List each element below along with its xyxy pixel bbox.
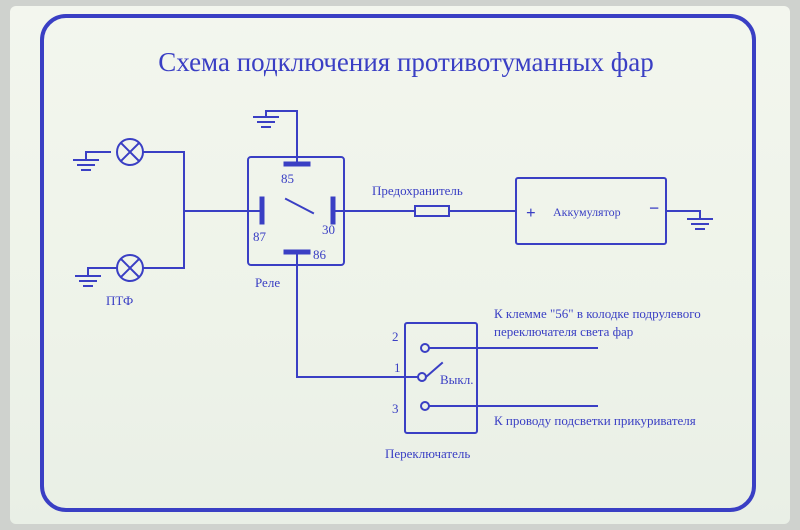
diagram-card bbox=[10, 6, 790, 524]
pin-30-label: 30 bbox=[322, 222, 335, 237]
relay-label: Реле bbox=[255, 275, 280, 290]
fog-lamp-top bbox=[116, 138, 144, 166]
switch-contact-3 bbox=[420, 401, 430, 411]
fuse-symbol bbox=[414, 205, 450, 217]
ground-symbol-lamp-bottom bbox=[75, 267, 118, 287]
note-56-line1: К клемме "56" в колодке подрулевого bbox=[494, 306, 701, 321]
fog-lamp-bottom bbox=[116, 254, 144, 282]
note-lighter: К проводу подсветки прикуривателя bbox=[494, 413, 696, 428]
pin-87-label: 87 bbox=[253, 229, 267, 244]
ptf-label: ПТФ bbox=[106, 293, 133, 308]
battery-minus: − bbox=[649, 198, 659, 218]
ground-symbol-lamp-top bbox=[73, 151, 111, 171]
switch-pos-2-label: 2 bbox=[392, 329, 399, 344]
ground-symbol-relay bbox=[253, 116, 279, 128]
switch-box bbox=[404, 322, 478, 434]
diagram-title: Схема подключения противотуманных фар bbox=[158, 47, 654, 77]
fuse-label: Предохранитель bbox=[372, 183, 463, 198]
switch-contact-2 bbox=[420, 343, 430, 353]
diagram-frame bbox=[40, 14, 756, 512]
note-56-line2: переключателя света фар bbox=[494, 324, 633, 339]
switch-pos-1-label: 1 bbox=[394, 360, 401, 375]
switch-label: Переключатель bbox=[385, 446, 470, 461]
switch-off-label: Выкл. bbox=[440, 372, 473, 387]
pin-86-label: 86 bbox=[313, 247, 327, 262]
switch-lever bbox=[424, 361, 444, 379]
pin-85-label: 85 bbox=[281, 171, 294, 186]
ground-symbol-battery bbox=[687, 218, 713, 230]
switch-pos-3-label: 3 bbox=[392, 401, 399, 416]
relay-switch-blade bbox=[284, 197, 315, 215]
battery-plus: + bbox=[526, 203, 536, 222]
battery-label: Аккумулятор bbox=[553, 205, 621, 219]
